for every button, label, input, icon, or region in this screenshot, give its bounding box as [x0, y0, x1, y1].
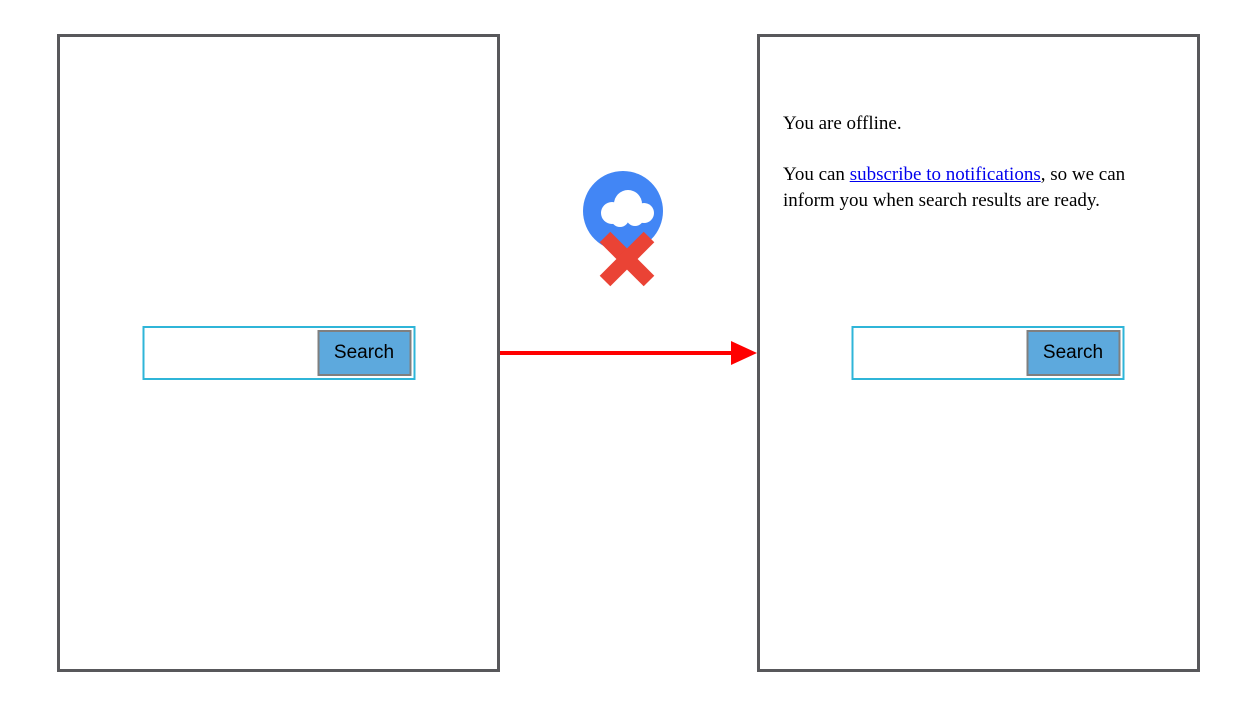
- browser-frame-right: You are offline. You can subscribe to no…: [757, 34, 1200, 672]
- notification-text-prefix: You can: [783, 164, 850, 185]
- offline-cloud-icon: [583, 171, 663, 289]
- notification-sentence: You can subscribe to notifications, so w…: [783, 162, 1175, 214]
- red-x-icon: [599, 231, 655, 287]
- search-form-right: Search: [851, 326, 1124, 380]
- browser-frame-left: Search: [57, 34, 500, 672]
- subscribe-link[interactable]: subscribe to notifications: [849, 164, 1041, 185]
- flow-arrow-head-icon: [731, 341, 757, 365]
- notification-text-suffix: , so we can inform you when search resul…: [783, 164, 1126, 211]
- search-button[interactable]: Search: [317, 330, 411, 376]
- search-form-left: Search: [142, 326, 415, 380]
- offline-message-block: You are offline. You can subscribe to no…: [760, 37, 1197, 214]
- flow-arrow-line: [500, 351, 734, 355]
- cloud-icon: [601, 190, 654, 227]
- search-input[interactable]: [146, 330, 317, 376]
- search-button[interactable]: Search: [1026, 330, 1120, 376]
- offline-status-text: You are offline.: [783, 113, 902, 134]
- search-input[interactable]: [855, 330, 1026, 376]
